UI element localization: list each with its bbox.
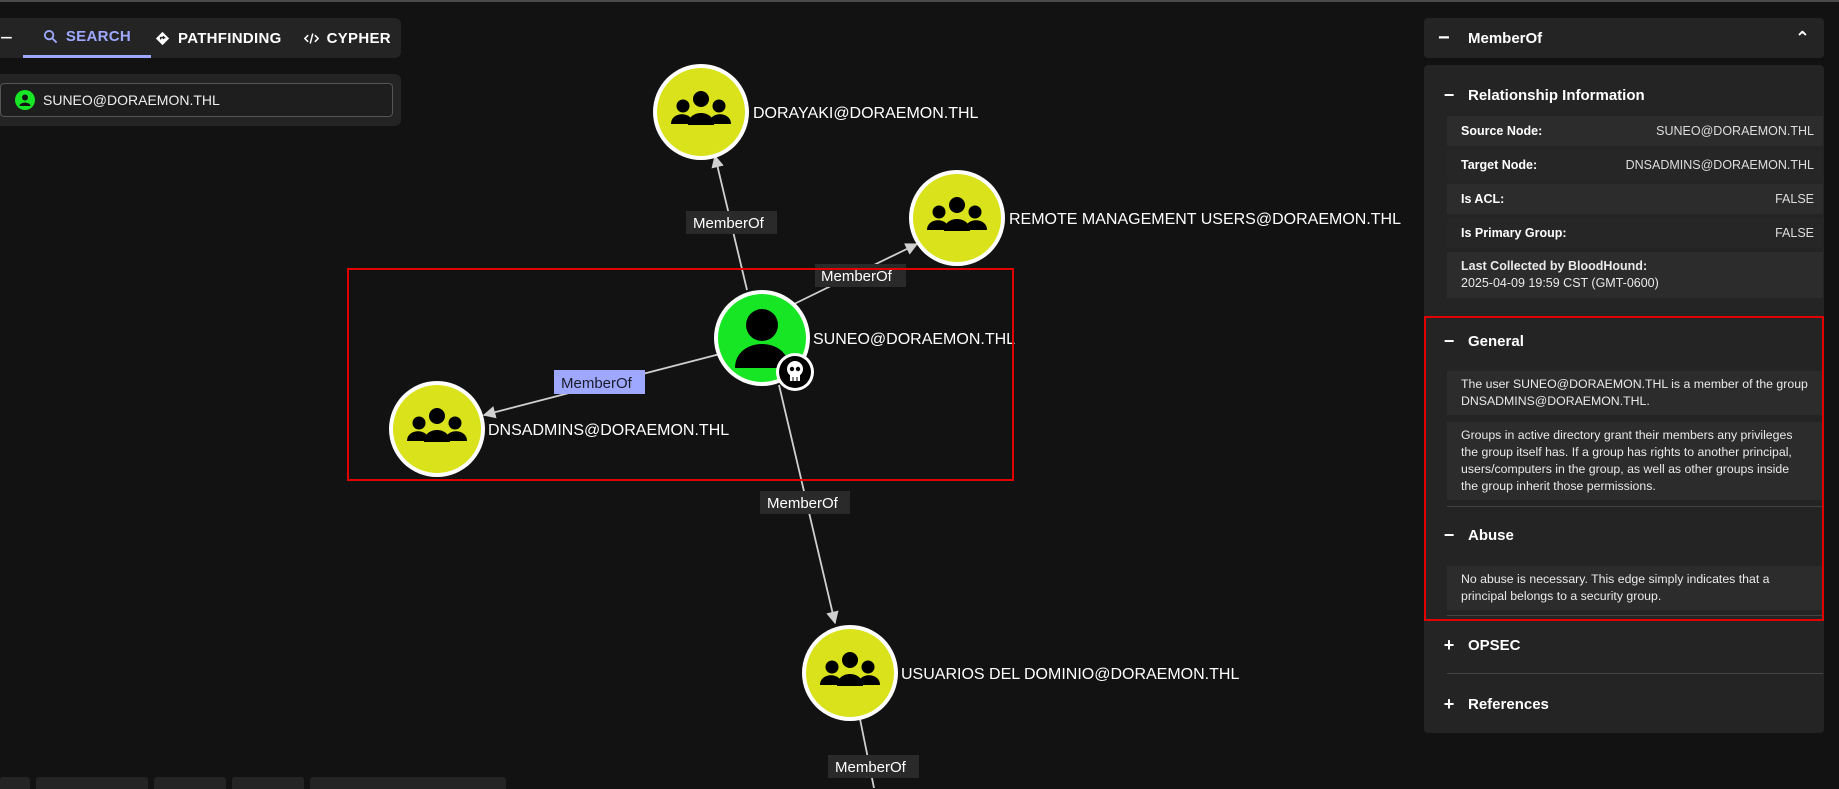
svg-text:MemberOf: MemberOf xyxy=(693,215,765,232)
search-tabs: − SEARCH PATHFINDING CYPHER xyxy=(0,18,401,58)
node-label-remote: REMOTE MANAGEMENT USERS@DORAEMON.THL xyxy=(1009,211,1401,228)
collapse-button[interactable]: − xyxy=(0,25,13,50)
chevrons-up-icon[interactable]: ⌃ xyxy=(1794,27,1810,48)
node-label-usuarios: USUARIOS DEL DOMINIO@DORAEMON.THL xyxy=(901,666,1239,683)
skull-icon xyxy=(776,353,814,391)
section-abuse[interactable]: − Abuse xyxy=(1424,517,1824,553)
search-input-value: SUNEO@DORAEMON.THL xyxy=(43,92,220,108)
bottom-toolbar-item[interactable] xyxy=(310,777,506,789)
group-node-dorayaki[interactable]: DORAYAKI@DORAEMON.THL xyxy=(653,64,979,160)
prop-value: DNSADMINS@DORAEMON.THL xyxy=(1625,158,1814,172)
section-abuse-title: Abuse xyxy=(1468,526,1514,544)
group-node-remote-management[interactable]: REMOTE MANAGEMENT USERS@DORAEMON.THL xyxy=(909,170,1401,266)
tab-cypher-label: CYPHER xyxy=(326,29,391,47)
section-general-title: General xyxy=(1468,332,1524,350)
node-label-dnsadmins: DNSADMINS@DORAEMON.THL xyxy=(488,422,729,439)
top-border xyxy=(0,0,1839,2)
prop-key: Last Collected by BloodHound: xyxy=(1461,259,1648,273)
prop-value: SUNEO@DORAEMON.THL xyxy=(1656,124,1814,138)
group-node-dnsadmins[interactable]: DNSADMINS@DORAEMON.THL xyxy=(389,381,729,477)
divider xyxy=(1447,506,1823,507)
code-icon xyxy=(303,32,319,44)
section-relationship-title: Relationship Information xyxy=(1468,86,1645,104)
prop-source-node: Source Node: SUNEO@DORAEMON.THL xyxy=(1447,116,1823,146)
search-input[interactable]: SUNEO@DORAEMON.THL xyxy=(0,83,393,117)
node-label-dorayaki: DORAYAKI@DORAEMON.THL xyxy=(753,105,979,122)
tab-pathfinding-label: PATHFINDING xyxy=(178,29,282,47)
section-relationship-info[interactable]: − Relationship Information xyxy=(1424,77,1824,113)
node-label-suneo: SUNEO@DORAEMON.THL xyxy=(813,331,1015,348)
tab-cypher[interactable]: CYPHER xyxy=(302,18,411,58)
collapse-icon: − xyxy=(1443,84,1455,105)
prop-key: Target Node: xyxy=(1461,158,1538,172)
tab-pathfinding[interactable]: PATHFINDING xyxy=(151,18,302,58)
expand-icon: + xyxy=(1443,693,1455,714)
prop-value: FALSE xyxy=(1775,226,1814,240)
pathfinding-icon xyxy=(155,31,170,45)
general-text-2: Groups in active directory grant their m… xyxy=(1447,422,1823,500)
user-icon xyxy=(15,90,35,110)
divider xyxy=(1447,673,1823,674)
prop-value: 2025-04-09 19:59 CST (GMT-0600) xyxy=(1461,276,1659,290)
tab-search[interactable]: SEARCH xyxy=(22,18,151,58)
bottom-toolbar-item[interactable] xyxy=(154,777,226,789)
bottom-toolbar-item[interactable] xyxy=(232,777,304,789)
bottom-toolbar-item[interactable] xyxy=(36,777,148,789)
minimize-icon[interactable]: − xyxy=(1438,26,1450,49)
user-node-suneo[interactable]: SUNEO@DORAEMON.THL xyxy=(714,290,1015,391)
group-node-usuarios[interactable]: USUARIOS DEL DOMINIO@DORAEMON.THL xyxy=(802,625,1239,721)
prop-last-collected: Last Collected by BloodHound: 2025-04-09… xyxy=(1447,252,1823,298)
prop-key: Is Primary Group: xyxy=(1461,226,1567,240)
svg-text:MemberOf: MemberOf xyxy=(821,268,893,285)
collapse-icon: − xyxy=(1443,330,1455,351)
prop-key: Source Node: xyxy=(1461,124,1543,138)
edge-info-header[interactable]: − MemberOf ⌃ xyxy=(1424,18,1824,58)
search-icon xyxy=(43,29,58,44)
section-opsec[interactable]: + OPSEC xyxy=(1424,627,1824,663)
graph-canvas[interactable]: MemberOf MemberOf MemberOf MemberOf Memb… xyxy=(0,0,1420,788)
tab-search-label: SEARCH xyxy=(65,28,131,45)
general-text-1: The user SUNEO@DORAEMON.THL is a member … xyxy=(1447,371,1823,415)
prop-is-primary-group: Is Primary Group: FALSE xyxy=(1447,218,1823,248)
collapse-icon: − xyxy=(1443,524,1455,545)
edge-label-dnsadmins[interactable]: MemberOf xyxy=(554,370,645,394)
edge-label-remote[interactable]: MemberOf xyxy=(815,264,906,287)
prop-key: Is ACL: xyxy=(1461,192,1505,206)
divider xyxy=(1447,615,1823,616)
prop-value: FALSE xyxy=(1775,192,1814,206)
svg-text:MemberOf: MemberOf xyxy=(767,495,839,512)
prop-is-acl: Is ACL: FALSE xyxy=(1447,184,1823,214)
section-references-title: References xyxy=(1468,695,1549,713)
edge-label-bottom[interactable]: MemberOf xyxy=(828,755,919,778)
panel-title: MemberOf xyxy=(1468,29,1543,47)
edge-info-panel: − Relationship Information Source Node: … xyxy=(1424,65,1824,733)
edge-label-dorayaki[interactable]: MemberOf xyxy=(686,211,777,234)
edge-label-usuarios[interactable]: MemberOf xyxy=(760,491,850,514)
section-opsec-title: OPSEC xyxy=(1468,636,1521,654)
user-icon xyxy=(735,309,789,368)
section-general[interactable]: − General xyxy=(1424,323,1824,359)
svg-text:MemberOf: MemberOf xyxy=(561,375,633,392)
prop-target-node: Target Node: DNSADMINS@DORAEMON.THL xyxy=(1447,150,1823,180)
abuse-text: No abuse is necessary. This edge simply … xyxy=(1447,566,1823,610)
section-references[interactable]: + References xyxy=(1424,686,1824,722)
search-panel: SUNEO@DORAEMON.THL xyxy=(0,74,401,126)
bottom-toolbar-item[interactable] xyxy=(0,777,30,789)
svg-text:MemberOf: MemberOf xyxy=(835,759,907,776)
expand-icon: + xyxy=(1443,634,1455,655)
